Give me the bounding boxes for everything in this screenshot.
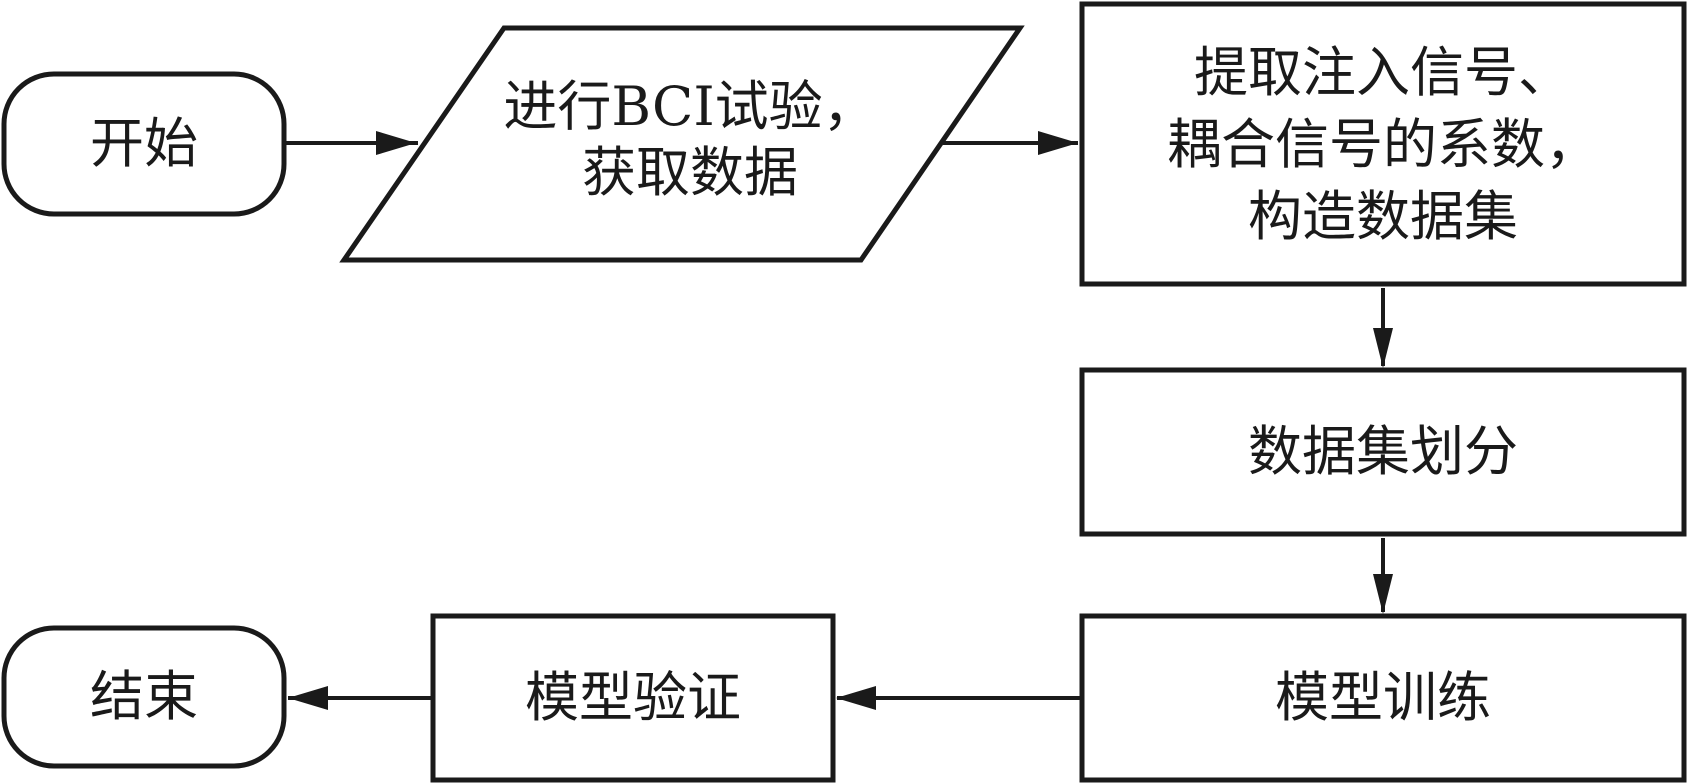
extract-node-label: 提取注入信号、 耦合信号的系数， 构造数据集: [1167, 41, 1599, 248]
split-node-label: 数据集划分: [1248, 420, 1518, 483]
extract-node-shape: [1079, 1, 1687, 287]
bci-node-label: 进行BCI试验， 获取数据: [503, 75, 877, 204]
split-node-shape: [1079, 367, 1687, 537]
train-node-shape: [1079, 613, 1687, 783]
arrowhead-bci-to-extract: [1038, 131, 1078, 155]
arrowhead-extract-to-split: [1373, 328, 1393, 368]
arrowhead-start-to-bci: [376, 131, 416, 155]
end-node-label: 结束: [90, 665, 198, 728]
start-node-shape: [1, 71, 287, 217]
validate-node-shape: [430, 613, 836, 783]
arrowhead-validate-to-end: [288, 686, 328, 710]
end-node-shape: [1, 625, 287, 769]
arrowhead-split-to-train: [1373, 574, 1393, 614]
start-node-label: 开始: [90, 112, 198, 175]
bci-node-shape: [339, 25, 1025, 263]
validate-node-label: 模型验证: [525, 666, 741, 729]
arrowhead-train-to-validate: [836, 686, 876, 710]
train-node-label: 模型训练: [1275, 666, 1491, 729]
